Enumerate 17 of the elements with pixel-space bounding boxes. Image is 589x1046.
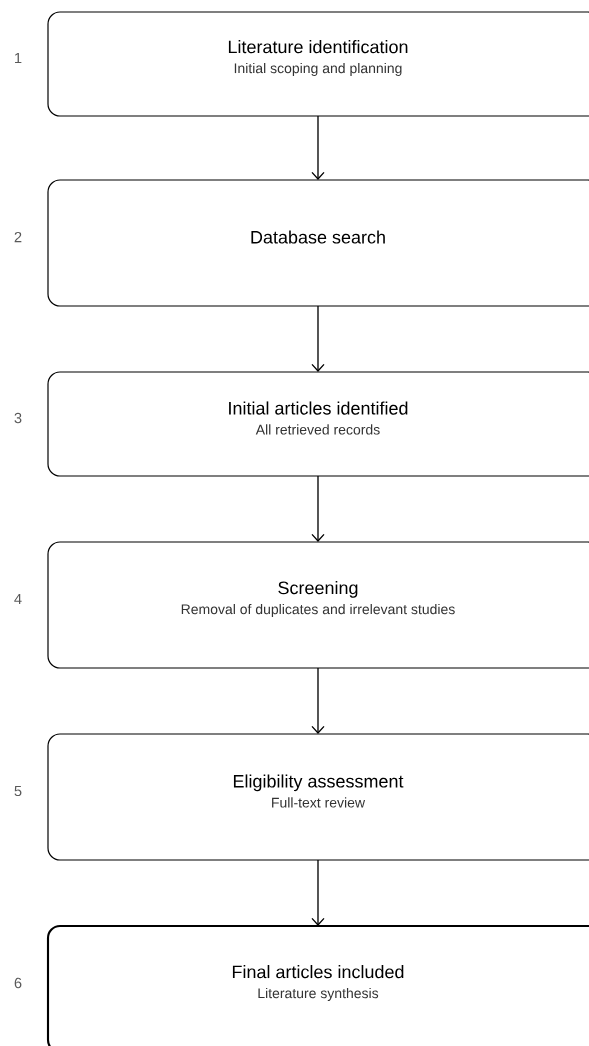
process-box: Database search bbox=[47, 179, 589, 307]
step-number: 5 bbox=[14, 785, 22, 797]
process-box: Eligibility assessment Full-text review bbox=[47, 733, 589, 861]
step-number: 1 bbox=[15, 53, 22, 64]
process-box: Initial articles identified All retrieved records bbox=[47, 371, 589, 477]
step-number: 6 bbox=[14, 977, 22, 989]
step-number: 4 bbox=[14, 593, 22, 605]
arrow bbox=[311, 475, 325, 542]
arrow bbox=[311, 859, 325, 926]
arrow bbox=[311, 667, 325, 734]
step-number: 3 bbox=[14, 412, 22, 424]
arrow bbox=[311, 305, 325, 372]
step-number: 2 bbox=[14, 231, 22, 243]
process-box: Final articles included Literature synthesis bbox=[46, 924, 589, 1046]
arrow bbox=[311, 115, 325, 180]
process-box: Literature identification Initial scoping and planning bbox=[47, 11, 589, 117]
process-box: Screening Removal of duplicates and irrelevant studies bbox=[47, 541, 589, 669]
